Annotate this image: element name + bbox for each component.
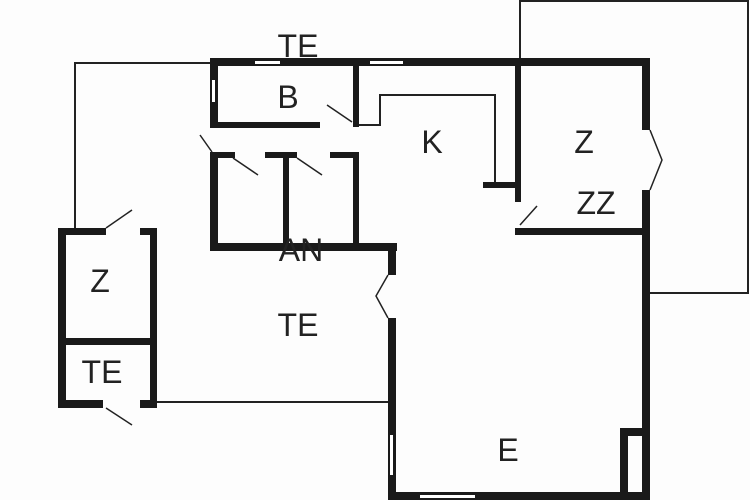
room-label-zz: ZZ <box>576 185 616 221</box>
room-label-z-right: Z <box>574 124 594 160</box>
room-label-an: AN <box>278 232 324 268</box>
room-label-e: E <box>497 432 519 468</box>
room-label-te-center: TE <box>277 307 319 343</box>
room-label-b: B <box>277 79 299 115</box>
room-label-te-left: TE <box>81 354 123 390</box>
walls <box>58 58 650 500</box>
room-label-te-top: TE <box>277 28 319 64</box>
room-label-k: K <box>421 124 443 160</box>
thin-outlines <box>74 0 749 403</box>
door-swings <box>105 104 663 426</box>
room-label-z-left: Z <box>90 263 110 299</box>
